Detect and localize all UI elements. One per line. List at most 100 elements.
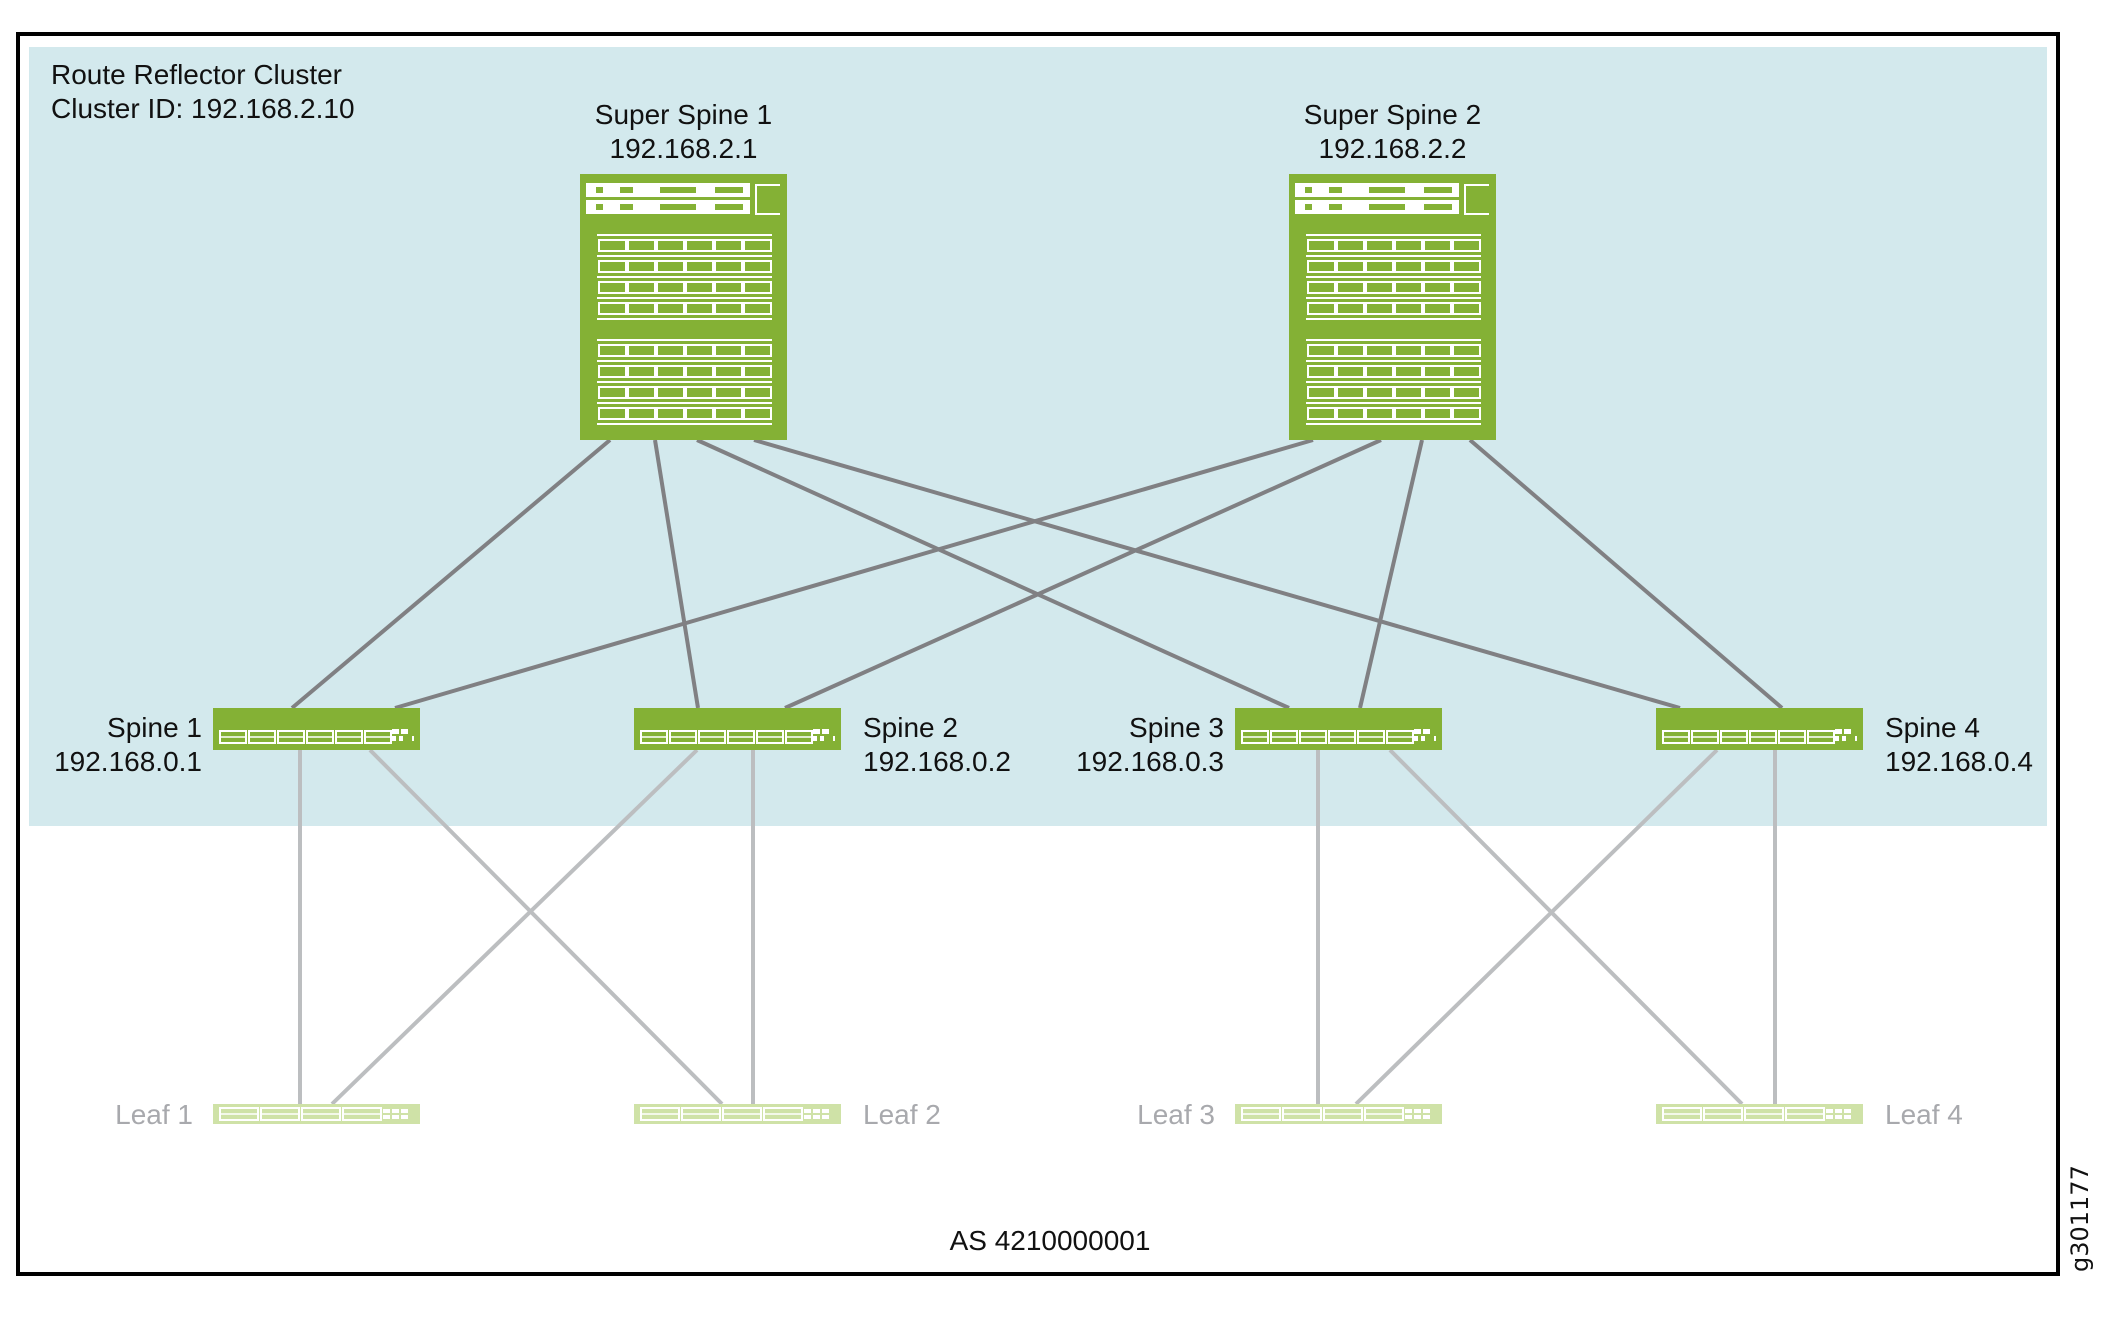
slot-led xyxy=(1329,187,1342,193)
line-card-port xyxy=(1452,260,1481,273)
uplink-port xyxy=(1414,1115,1421,1119)
slot-led xyxy=(715,187,743,193)
spine-2-ip: 192.168.0.2 xyxy=(863,746,1011,777)
line-card-port xyxy=(714,281,743,294)
uplink-port xyxy=(1423,729,1430,734)
line-card-port xyxy=(656,239,685,252)
line-card-port xyxy=(598,365,627,378)
line-card-port xyxy=(1307,365,1336,378)
leaf-device[interactable]: Leaf 4 xyxy=(1656,1099,1963,1130)
uplink-port xyxy=(1826,1109,1833,1113)
link-s3-l4 xyxy=(1388,748,1744,1106)
line-card-port xyxy=(598,386,627,399)
uplink-port xyxy=(399,736,403,741)
slot-led xyxy=(620,187,633,193)
line-card-port xyxy=(1423,407,1452,420)
uplink-port xyxy=(1414,1109,1421,1113)
line-card-port xyxy=(1452,281,1481,294)
link-s2-l1 xyxy=(330,748,699,1106)
line-card-port xyxy=(1336,386,1365,399)
line-card-port xyxy=(1423,281,1452,294)
spine-1-name: Spine 1 xyxy=(107,712,202,743)
line-card-port xyxy=(1394,386,1423,399)
line-card-port xyxy=(1307,260,1336,273)
line-card-port xyxy=(1423,386,1452,399)
link-ss1-s4 xyxy=(753,438,1681,710)
super-spine-2-name: Super Spine 2 xyxy=(1304,99,1481,130)
line-card-port xyxy=(743,302,772,315)
uplink-port xyxy=(820,736,824,741)
uplink-port xyxy=(804,1115,811,1119)
line-card-port xyxy=(1336,281,1365,294)
line-card-port xyxy=(743,407,772,420)
line-card-port xyxy=(1307,302,1336,315)
slot-led xyxy=(1369,187,1405,193)
spine-1-ip: 192.168.0.1 xyxy=(54,746,202,777)
spine-3-ip: 192.168.0.3 xyxy=(1076,746,1224,777)
line-card-port xyxy=(714,239,743,252)
line-card-port xyxy=(714,386,743,399)
craft-panel xyxy=(755,184,780,215)
uplink-port xyxy=(1423,1109,1430,1113)
leaf-device[interactable]: Leaf 1 xyxy=(115,1099,420,1130)
card-rail xyxy=(1306,360,1481,362)
slot-led xyxy=(660,204,696,210)
uplink-port xyxy=(401,1115,408,1119)
line-card-port xyxy=(627,407,656,420)
card-rail xyxy=(597,360,772,362)
line-card-port xyxy=(1365,365,1394,378)
line-card-port xyxy=(598,281,627,294)
uplink-port xyxy=(813,1115,820,1119)
slot-led xyxy=(1369,204,1405,210)
uplink-port xyxy=(822,1115,829,1119)
card-rail xyxy=(597,402,772,404)
card-rail xyxy=(597,234,772,236)
uplink-port xyxy=(822,1109,829,1113)
leaf-4-name: Leaf 4 xyxy=(1885,1099,1963,1130)
line-card-port xyxy=(656,407,685,420)
line-card-port xyxy=(1336,239,1365,252)
line-card-port xyxy=(598,260,627,273)
status-led xyxy=(833,736,835,741)
slot-led xyxy=(715,204,743,210)
line-card-port xyxy=(627,302,656,315)
uplink-port xyxy=(804,1109,811,1113)
slot-led xyxy=(1329,204,1342,210)
line-card-port xyxy=(743,239,772,252)
line-card-port xyxy=(598,344,627,357)
super-spine-2-ip: 192.168.2.2 xyxy=(1319,133,1467,164)
card-rail xyxy=(1306,381,1481,383)
leaf-device[interactable]: Leaf 3 xyxy=(1137,1099,1442,1130)
uplink-port xyxy=(392,1115,399,1119)
line-card-port xyxy=(1452,302,1481,315)
link-ss2-s3 xyxy=(1358,439,1424,709)
line-card-port xyxy=(685,386,714,399)
slot-led xyxy=(1305,187,1312,193)
line-card-port xyxy=(627,344,656,357)
uplink-port xyxy=(1835,1109,1842,1113)
line-card-port xyxy=(714,365,743,378)
line-card-port xyxy=(656,302,685,315)
uplink-port xyxy=(392,736,396,741)
uplink-port xyxy=(1405,1115,1412,1119)
line-card-port xyxy=(1394,239,1423,252)
spine-2-name: Spine 2 xyxy=(863,712,958,743)
uplink-port xyxy=(1826,1115,1833,1119)
leaf-device[interactable]: Leaf 2 xyxy=(634,1099,941,1130)
line-card-port xyxy=(1336,344,1365,357)
card-rail xyxy=(1306,276,1481,278)
line-card-port xyxy=(714,302,743,315)
line-card-port xyxy=(1423,344,1452,357)
cluster-title: Route Reflector Cluster xyxy=(51,59,342,90)
slot-led xyxy=(620,204,633,210)
line-card-port xyxy=(1394,344,1423,357)
line-card-port xyxy=(685,344,714,357)
line-card-port xyxy=(714,344,743,357)
